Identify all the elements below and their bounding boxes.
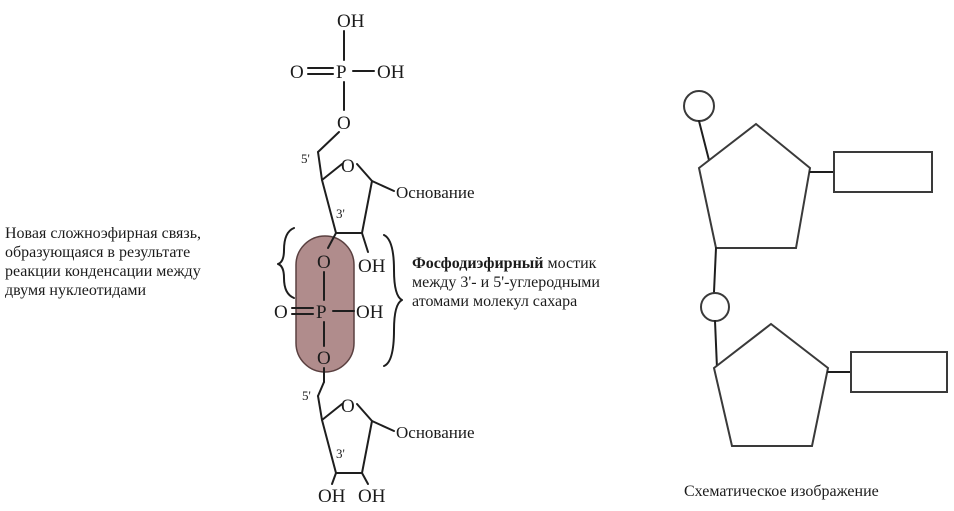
top-phosphate-o-left: O [290,62,304,83]
ester-bond-bracket [277,227,295,299]
sugar-ring-1: 5' O Основание 3' OH [301,151,475,277]
sugar2-c3-label: 3' [336,446,345,461]
schematic-phosphate-circle-1 [683,90,715,122]
ester-bond-annotation: Новая сложноэфирная связь, образующаяся … [5,225,201,299]
sugar2-oh-right: OH [358,486,386,507]
phosphodiester-bracket [383,234,403,367]
top-phosphate-group: OH O P OH O [290,11,405,181]
bridge-o-left: O [274,302,288,323]
top-phosphate-p: P [336,62,347,83]
phosphodiester-line-1: Фосфодиэфирный мостик [412,255,597,272]
sugar2-oh-left: OH [318,486,346,507]
schematic-sugar-pentagon-2 [712,322,830,447]
phosphodiester-line-3: атомами молекул сахара [412,293,577,310]
phosphodiester-line-2: между 3'- и 5'-углеродными [412,274,600,291]
schematic-depiction: Схематическое изображение [683,90,948,500]
schematic-sugar-pentagon-1 [697,122,812,249]
sugar1-c5-label: 5' [301,151,310,166]
sugar-ring-2: 5' O Основание 3' OH OH [302,388,475,507]
bridge-oh-right: OH [356,302,384,323]
bridge-o-bottom: O [317,348,331,369]
top-phosphate-oh-top: OH [337,11,365,32]
schematic-phosphate-circle-2 [700,292,730,322]
top-phosphate-o-bottom: O [337,113,351,134]
ester-bond-line-2: образующаяся в результате [5,244,190,261]
phosphodiester-bold: Фосфодиэфирный [412,255,544,272]
sugar1-ring-oxygen: O [341,156,355,177]
ester-bond-line-1: Новая сложноэфирная связь, [5,225,201,242]
sugar2-c5-label: 5' [302,388,311,403]
sugar2-base-label: Основание [396,423,475,442]
sugar1-oh: OH [358,256,386,277]
schematic-caption: Схематическое изображение [684,483,879,500]
sugar1-c3-label: 3' [336,206,345,221]
phosphodiester-annotation: Фосфодиэфирный мостик между 3'- и 5'-угл… [412,255,600,310]
ester-bond-line-3: реакции конденсации между [5,263,201,280]
schematic-base-rect-2 [850,351,948,393]
sugar1-base-label: Основание [396,183,475,202]
bridge-o-top: O [317,252,331,273]
sugar2-ring-oxygen: O [341,396,355,417]
phosphodiester-rest: мостик [544,255,597,272]
phosphodiester-bridge: O O P OH O [274,252,384,397]
top-phosphate-oh-right: OH [377,62,405,83]
schematic-base-rect-1 [833,151,933,193]
bridge-p: P [316,302,327,323]
ester-bond-line-4: двумя нуклеотидами [5,282,147,299]
